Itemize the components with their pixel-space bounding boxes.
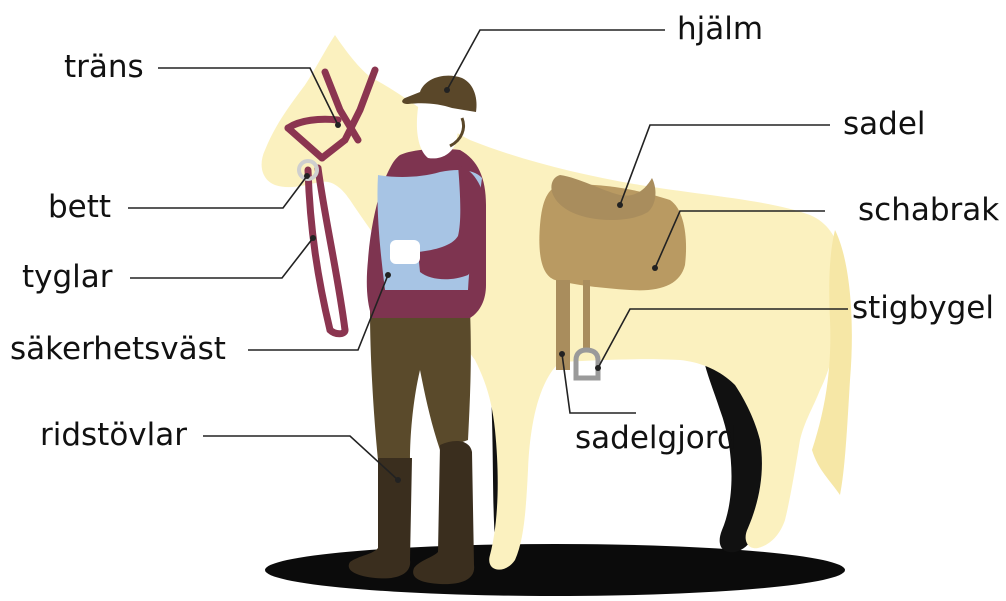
leader-tyglar: [130, 238, 313, 278]
label-sadel: sadel: [843, 109, 926, 140]
label-stigbygel: stigbygel: [852, 293, 994, 324]
rider-hand-white: [390, 240, 420, 264]
leader-hjalm: [447, 30, 665, 90]
rider-breeches: [370, 310, 471, 460]
label-trans: träns: [64, 52, 144, 83]
label-sadelgjord: sadelgjord: [575, 423, 737, 454]
label-ridstovlar: ridstövlar: [40, 420, 187, 451]
label-schabrak: schabrak: [858, 195, 999, 226]
label-bett: bett: [48, 192, 111, 223]
leader-ridstovlar: [203, 436, 398, 480]
label-tyglar: tyglar: [22, 262, 113, 293]
label-hjalm: hjälm: [677, 14, 763, 45]
stirrup-leather: [583, 280, 590, 352]
label-sakerhetsvast: säkerhetsväst: [10, 334, 226, 365]
